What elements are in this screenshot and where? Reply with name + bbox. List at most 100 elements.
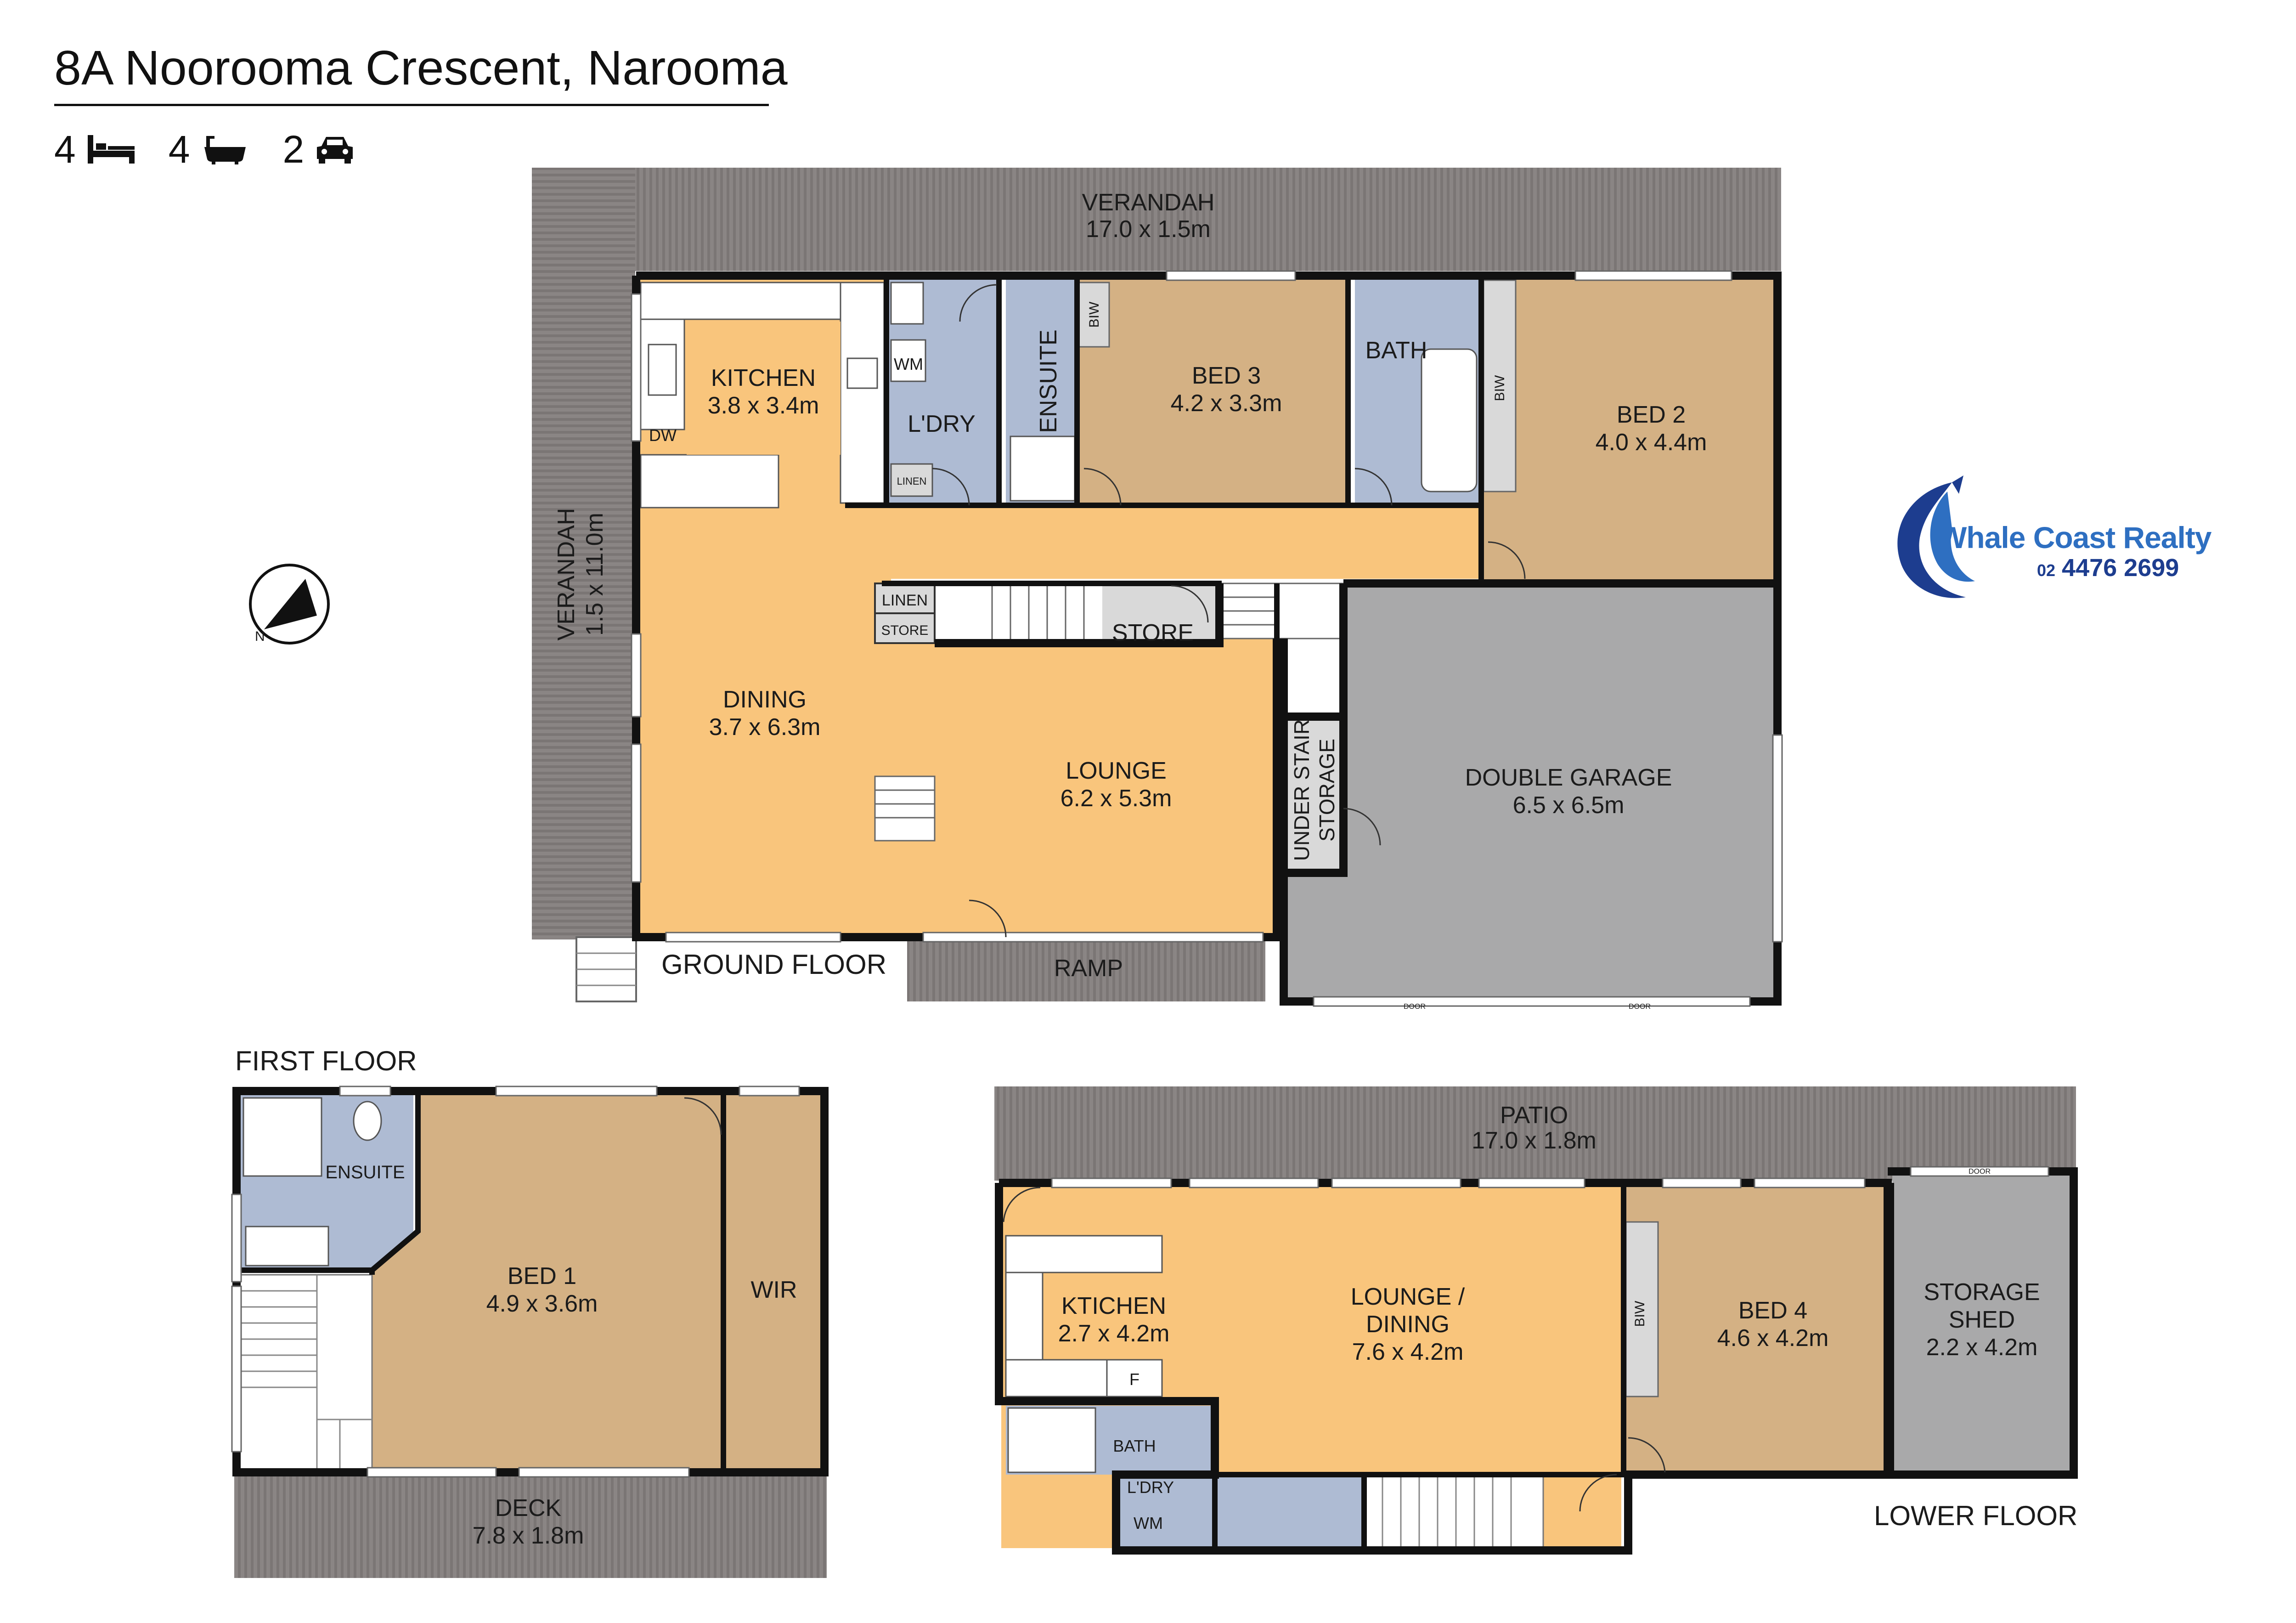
deck-area	[234, 1470, 827, 1578]
garage-door-right-label: DOOR	[1629, 1003, 1651, 1011]
bed3-robe	[1076, 282, 1110, 348]
dining-size: 3.7 x 6.3m	[709, 714, 821, 741]
garage-door-left-label: DOOR	[1404, 1003, 1426, 1011]
bathtub-icon	[1421, 348, 1478, 492]
property-address-title: 8A Noorooma Crescent, Narooma	[54, 41, 788, 95]
dining-label: DINING	[723, 686, 807, 713]
verandah-top-size: 17.0 x 1.5m	[1086, 216, 1211, 243]
bed3-label: BED 3	[1192, 362, 1261, 389]
first-door-swing	[684, 1097, 722, 1135]
laundry-label: L'DRY	[908, 411, 976, 437]
garage-left-strip	[1284, 873, 1343, 1001]
ground-interior-walls	[845, 276, 1484, 639]
linen-label: LINEN	[882, 592, 928, 609]
brand-phone-prefix: 02	[2037, 561, 2056, 580]
under-stair-storage-room	[1284, 717, 1343, 873]
cooktop-icon	[846, 357, 878, 389]
lower-kitchen-size: 2.7 x 4.2m	[1058, 1320, 1170, 1347]
kitchen-size: 3.8 x 3.4m	[708, 392, 819, 419]
patio-label: PATIO	[1500, 1102, 1568, 1129]
lounge-dining-label-line1: LOUNGE /	[1351, 1284, 1465, 1310]
store-stairs	[991, 586, 1085, 641]
bathroom-count-value: 4	[168, 127, 190, 171]
lounge-size: 6.2 x 5.3m	[1061, 785, 1172, 812]
garage-label: DOUBLE GARAGE	[1465, 764, 1672, 791]
bed4-area	[1621, 1185, 1888, 1475]
bed-icon	[87, 135, 135, 164]
corner-shower-icon	[243, 1097, 322, 1177]
ramp-deck	[907, 937, 1265, 1001]
lower-biw-label: BIW	[1632, 1301, 1647, 1327]
bedroom-count-value: 4	[54, 127, 76, 171]
lounge-label: LOUNGE	[1066, 758, 1167, 784]
car-space-count-value: 2	[282, 127, 305, 171]
ensuite-vanity-icon	[245, 1226, 329, 1267]
under-stair-label-line1: UNDER STAIR	[1290, 719, 1314, 861]
lower-door-swings	[1003, 1187, 1666, 1512]
kitchen-bench-top	[640, 282, 844, 320]
first-floor-plan: FIRST FLOOR ENSUITE BED 1	[231, 1046, 829, 1578]
compass-icon: N	[249, 564, 330, 645]
lower-shower-icon	[1007, 1407, 1096, 1473]
garage-room	[1343, 583, 1775, 1001]
lower-windows	[1051, 1166, 2049, 1188]
kitchen-island	[640, 454, 779, 509]
shower-icon	[1010, 435, 1076, 502]
garage-size: 6.5 x 6.5m	[1513, 792, 1625, 819]
wir-label: WIR	[750, 1277, 797, 1303]
dining-stairs	[874, 775, 936, 842]
lounge-dining-label-line2: DINING	[1366, 1311, 1450, 1338]
ensuite-toilet-icon	[353, 1101, 382, 1141]
ground-door-swings	[932, 284, 1526, 938]
lower-laundry-area	[1116, 1475, 1217, 1548]
bed2-label: BED 2	[1617, 402, 1686, 428]
lower-kitchen-label: KTICHEN	[1061, 1293, 1166, 1319]
washing-machine-icon	[890, 339, 926, 382]
bed2-biw-label: BIW	[1492, 375, 1507, 401]
sink-icon	[648, 344, 677, 396]
ground-floor-plan: VERANDAH 17.0 x 1.5m VERANDAH 1.5 x 11.0…	[249, 168, 1783, 1011]
bed2-robe	[1483, 279, 1517, 492]
lounge-area	[891, 639, 1277, 937]
shed-label-line2: SHED	[1949, 1306, 2015, 1333]
ramp-label: RAMP	[1054, 955, 1123, 982]
lower-interior-walls	[1212, 1185, 1628, 1550]
hallway-area	[636, 505, 1486, 579]
first-stairs-treads	[239, 1275, 372, 1470]
first-windows	[231, 1086, 800, 1478]
bed4-size: 4.6 x 4.2m	[1717, 1325, 1829, 1352]
property-stats: 4 4 2	[54, 124, 388, 175]
kitchen-label: KITCHEN	[711, 365, 816, 391]
kitchen-yellow-core	[687, 322, 841, 455]
bath-label: BATH	[1365, 337, 1427, 364]
verandah-side-label: VERANDAH	[553, 508, 580, 641]
entry-steps-treads	[576, 952, 636, 986]
linen-cupboard-icon	[890, 463, 933, 497]
car-icon	[317, 137, 353, 164]
ground-floor-label: GROUND FLOOR	[661, 949, 886, 980]
bed4-robe	[1625, 1221, 1659, 1397]
lower-wc-area	[1217, 1475, 1364, 1548]
lower-wm-label: WM	[1134, 1514, 1163, 1533]
lower-kitchen-bench-top	[1005, 1235, 1163, 1273]
fridge-icon	[1106, 1359, 1163, 1397]
verandah-top-label: VERANDAH	[1082, 189, 1215, 216]
first-floor-label: FIRST FLOOR	[235, 1046, 417, 1076]
bedroom-count: 4	[54, 127, 136, 172]
lower-stairs	[1363, 1474, 1544, 1549]
lounge-dining-size: 7.6 x 4.2m	[1352, 1339, 1464, 1365]
kitchen-bench-right	[840, 282, 885, 504]
bath-icon	[204, 136, 246, 164]
bed3-biw-label: BIW	[1087, 301, 1102, 328]
storage-shed-area	[1892, 1174, 2071, 1475]
wm-label: WM	[894, 355, 923, 373]
lower-bath-label: BATH	[1113, 1436, 1156, 1455]
lower-floor-plan: PATIO 17.0 x 1.8m KTICHEN 2.7 x 4.2m LOU…	[994, 1086, 2078, 1555]
bed2-size: 4.0 x 4.4m	[1596, 429, 1707, 456]
title-underline	[54, 104, 769, 106]
bed3-size: 4.2 x 3.3m	[1171, 390, 1282, 417]
fridge-label: F	[1129, 1370, 1140, 1389]
store-label: STORE	[1112, 620, 1194, 646]
